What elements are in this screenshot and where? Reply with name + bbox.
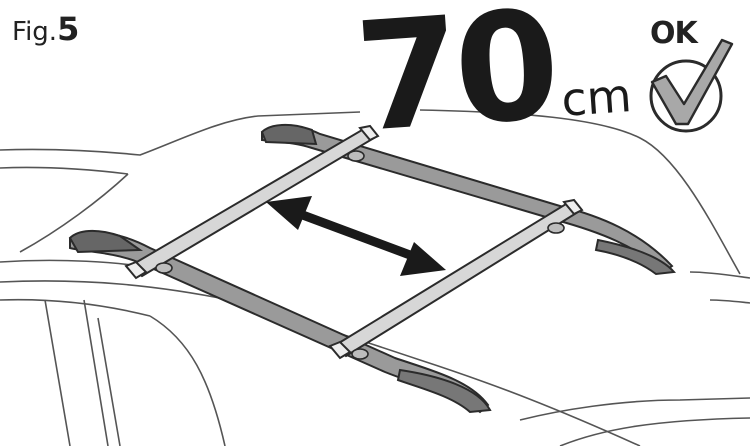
ok-badge-text: OK (650, 16, 698, 51)
figure-label: Fig.5 (12, 10, 79, 48)
dimension-unit: cm (559, 68, 634, 127)
roof-rail-right (260, 124, 677, 276)
figure-prefix: Fig. (12, 17, 58, 47)
roof-rail-left (68, 230, 492, 414)
figure-number: 5 (57, 10, 80, 48)
crossbar-rear (328, 198, 584, 360)
crossbar-front (124, 124, 380, 280)
spacing-arrow (266, 196, 446, 276)
dimension-value: 70 (350, 0, 560, 166)
ok-badge (649, 38, 734, 133)
checkmark-icon (650, 38, 734, 126)
dimension-label: 70cm (351, 0, 635, 166)
